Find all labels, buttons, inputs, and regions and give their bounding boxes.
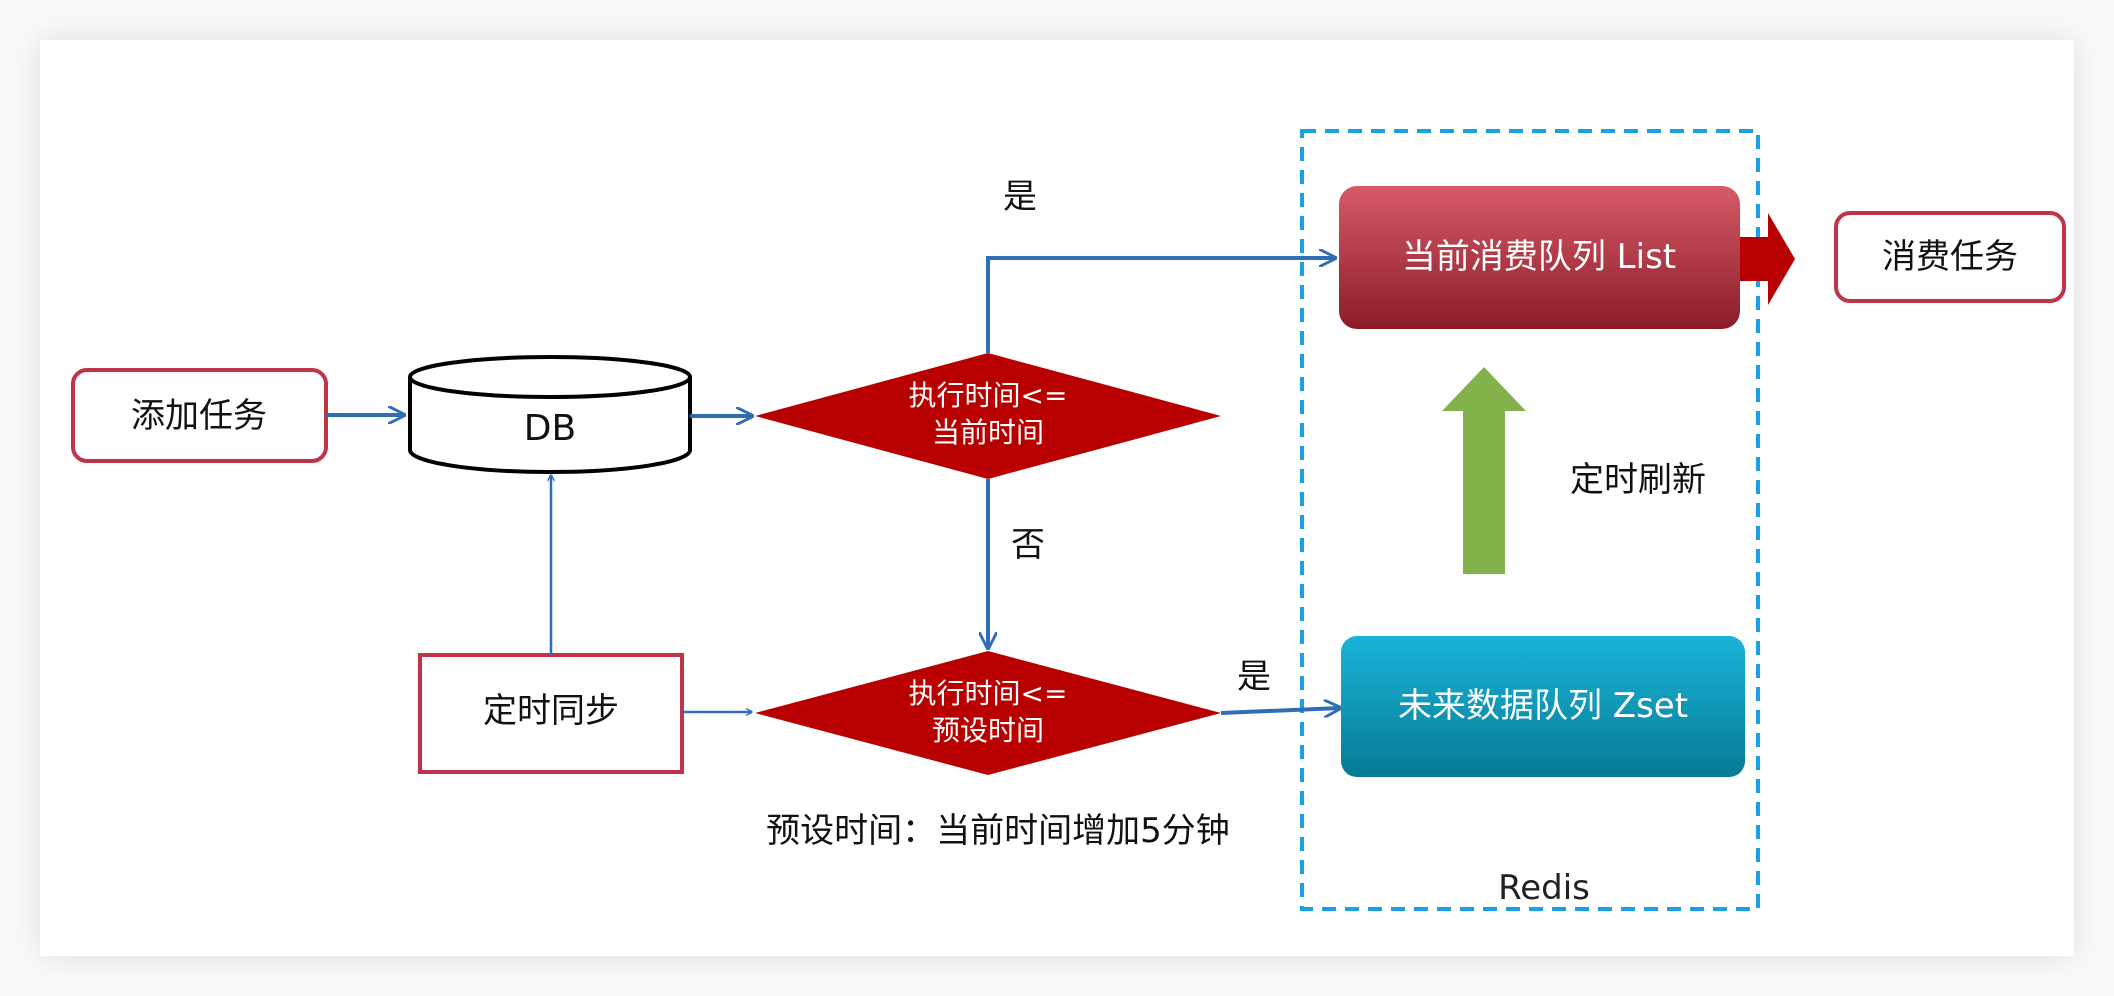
decision-preset-line1: 执行时间<= — [909, 677, 1068, 710]
yes-bottom-label: 是 — [1237, 657, 1271, 697]
add-task-label: 添加任务 — [131, 396, 267, 436]
timed-sync-label: 定时同步 — [483, 691, 619, 731]
decision-preset-time[interactable] — [755, 651, 1221, 775]
future-queue-zset-node[interactable] — [1341, 636, 1745, 777]
arrow-decision-to-future-queue — [1220, 708, 1340, 713]
refresh-arrow — [1442, 367, 1526, 574]
consume-task-node[interactable] — [1834, 211, 2066, 303]
timed-sync-node[interactable] — [418, 653, 684, 774]
current-queue-label: 当前消费队列 List — [1402, 237, 1676, 277]
decision-current-line1: 执行时间<= — [909, 379, 1068, 412]
future-queue-label: 未来数据队列 Zset — [1398, 686, 1688, 726]
preset-time-note: 预设时间：当前时间增加5分钟 — [766, 811, 1230, 851]
redis-label: Redis — [1498, 868, 1590, 908]
decision-preset-line2: 预设时间 — [932, 714, 1044, 747]
arrow-decision-to-current-queue — [986, 258, 1335, 353]
yes-top-label: 是 — [1003, 177, 1037, 217]
arrow-list-to-consume — [1740, 213, 1795, 305]
redis-container — [1300, 129, 1760, 911]
decision-current-line2: 当前时间 — [932, 416, 1044, 449]
current-queue-list-node[interactable] — [1339, 186, 1740, 329]
db-node[interactable] — [408, 355, 692, 474]
timed-refresh-label: 定时刷新 — [1570, 460, 1706, 500]
decision-current-time[interactable] — [755, 353, 1221, 479]
db-label: DB — [524, 408, 576, 449]
no-label: 否 — [1011, 525, 1045, 565]
consume-task-label: 消费任务 — [1882, 237, 2018, 277]
